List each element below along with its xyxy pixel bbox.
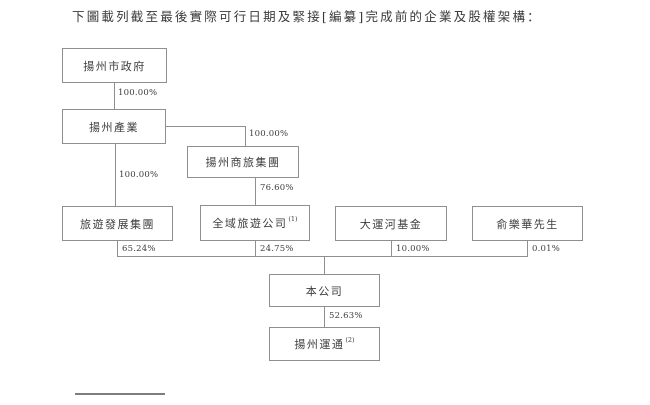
ownership-pct-label: 100.00% xyxy=(119,170,159,180)
connector-industry-shanglv-v xyxy=(245,126,246,146)
connector-gov-industry xyxy=(114,83,115,109)
ownership-pct-label: 76.60% xyxy=(260,183,294,193)
org-node-label: 本公司 xyxy=(305,284,344,298)
footnote-separator-rule xyxy=(75,393,165,395)
footnote-superscript: (1) xyxy=(288,215,298,223)
connector-bus-company xyxy=(324,256,325,274)
org-node-gov: 揚州市政府 xyxy=(62,48,167,83)
connector-yu-bus xyxy=(527,241,528,256)
ownership-pct-label: 24.75% xyxy=(260,244,294,254)
connector-bus xyxy=(117,256,528,257)
org-node-label: 俞樂華先生 xyxy=(496,217,559,231)
connector-lvyou-bus xyxy=(117,241,118,256)
org-node-label: 揚州產業 xyxy=(89,120,139,134)
ownership-pct-label: 10.00% xyxy=(396,244,430,254)
ownership-pct-label: 100.00% xyxy=(118,88,158,98)
connector-company-yuntong xyxy=(324,307,325,327)
org-node-label: 揚州市政府 xyxy=(83,59,146,73)
connector-dayunhe-bus xyxy=(391,241,392,256)
org-node-mr-yu: 俞樂華先生 xyxy=(472,206,583,241)
connector-quanyu-bus xyxy=(255,241,256,256)
connector-shanglv-quanyu xyxy=(255,178,256,205)
org-node-label: 全域旅遊公司 xyxy=(212,217,288,230)
org-node-label: 大運河基金 xyxy=(359,217,423,231)
ownership-pct-label: 100.00% xyxy=(249,129,289,139)
connector-industry-shanglv-h xyxy=(166,126,246,127)
org-node-shanglv-group: 揚州商旅集團 xyxy=(187,146,299,178)
org-node-grand-canal-fund: 大運河基金 xyxy=(335,206,447,241)
org-node-quanyu-tourism: 全域旅遊公司(1) xyxy=(200,205,310,241)
page-title: 下圖載列截至最後實際可行日期及緊接[編纂]完成前的企業及股權架構： xyxy=(72,9,542,24)
org-node-tourism-dev-group: 旅遊發展集團 xyxy=(62,206,173,241)
ownership-pct-label: 52.63% xyxy=(329,311,363,321)
org-node-label: 揚州商旅集團 xyxy=(205,156,281,169)
org-node-industry: 揚州產業 xyxy=(62,109,166,144)
org-node-label: 揚州運通 xyxy=(294,338,345,351)
org-node-company: 本公司 xyxy=(269,274,380,307)
org-node-yuntong: 揚州運通(2) xyxy=(269,327,380,361)
ownership-pct-label: 0.01% xyxy=(532,244,561,254)
footnote-superscript: (2) xyxy=(345,336,355,344)
ownership-pct-label: 65.24% xyxy=(122,244,156,254)
org-node-label: 旅遊發展集團 xyxy=(80,217,155,231)
connector-industry-lvyou xyxy=(115,144,116,206)
